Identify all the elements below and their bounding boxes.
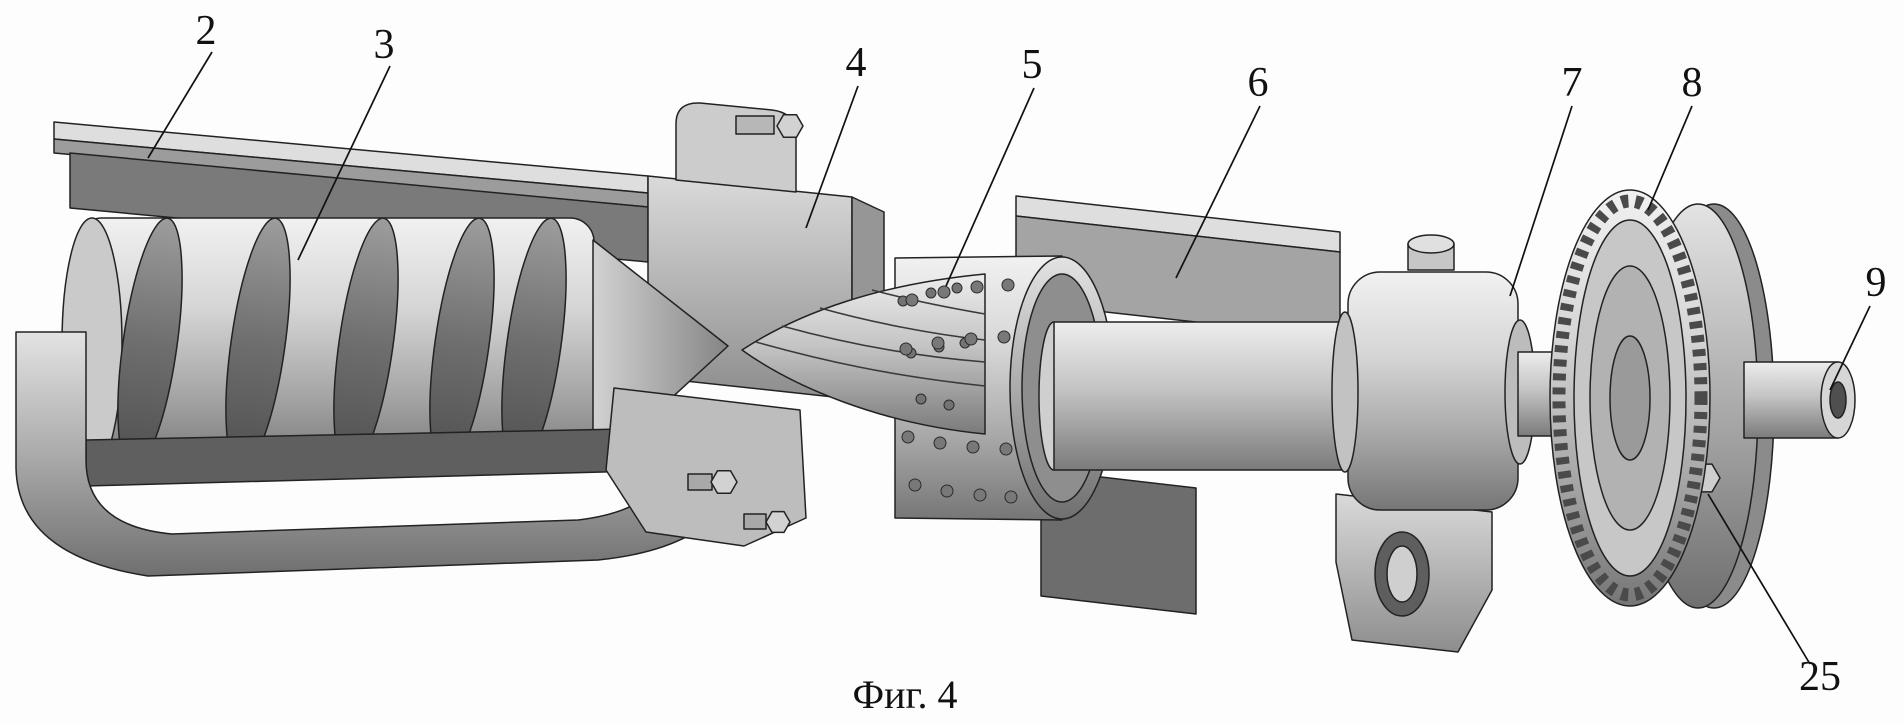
bottom-bolt-2-head [765,510,791,534]
foot-slot-inner [1386,545,1418,603]
flute-line [755,341,986,387]
callout-4: 4 [846,40,867,86]
drum-hole [915,393,927,405]
drum-hole [901,430,915,444]
leader-line [945,87,1035,287]
callout-5: 5 [1022,42,1043,88]
drum-hole [908,478,922,492]
drum-hole [940,484,954,498]
leader-line [805,85,859,229]
drum-hole [925,287,937,299]
bearing-unit [1331,234,1536,653]
drum-hole [1004,490,1018,504]
drum-hole [970,280,984,294]
drum-hole [933,436,947,450]
drum-hole [966,440,980,454]
fluted-auger-head [741,273,1018,504]
drum-hole [964,332,978,346]
leader-line [297,65,391,261]
main-shaft [1038,321,1373,471]
callout-6: 6 [1248,60,1269,106]
leader-line [1707,493,1811,665]
leader-line [1647,105,1693,211]
grease-bolt-top [1407,234,1455,254]
output-shaft [1743,361,1856,439]
output-shaft-bore [1829,381,1847,419]
bearing-left-collar [1331,311,1359,473]
callout-3: 3 [374,22,395,68]
drum-hole [899,342,913,356]
pulley-hub [1609,335,1651,461]
bottom-bracket [605,387,807,547]
drum-hole [999,442,1013,456]
leader-line [147,51,213,159]
toothed-pulley [1549,189,1711,607]
callout-9: 9 [1866,260,1887,306]
drum-hole [973,488,987,502]
callout-25: 25 [1799,654,1841,700]
drum-hole [943,399,955,411]
leader-line [1829,305,1871,391]
callouts: 2 3 4 5 6 7 8 9 25 [147,8,1887,700]
callout-2: 2 [196,8,217,54]
drum-hole [931,336,945,350]
top-bracket-bolt-shank [735,115,775,135]
drum-hole [905,293,919,307]
main-shaft-body [1053,321,1373,471]
leader-line [1175,105,1261,279]
drum-hole [937,285,951,299]
drum-perforations [899,278,1018,504]
figure-caption: Фиг. 4 [853,672,958,717]
bottom-bolt-2-shank [743,513,767,530]
bearing-block [1347,271,1519,511]
top-bracket-bolt-head [776,113,804,139]
drum-hole [997,330,1011,344]
bottom-bracket-group [605,387,807,547]
flute-line [781,325,986,363]
pulley-teeth [1552,194,1708,602]
drum-hole [1001,278,1015,292]
auger-screw [61,217,729,471]
callout-8: 8 [1682,60,1703,106]
bottom-bolt-1-head [710,469,738,495]
bottom-bolt-1-shank [687,473,713,491]
drum-hole [951,282,963,294]
flute-line [871,289,986,315]
fluted-cone [741,273,986,435]
leader-line [1509,105,1573,297]
callout-7: 7 [1562,60,1583,106]
